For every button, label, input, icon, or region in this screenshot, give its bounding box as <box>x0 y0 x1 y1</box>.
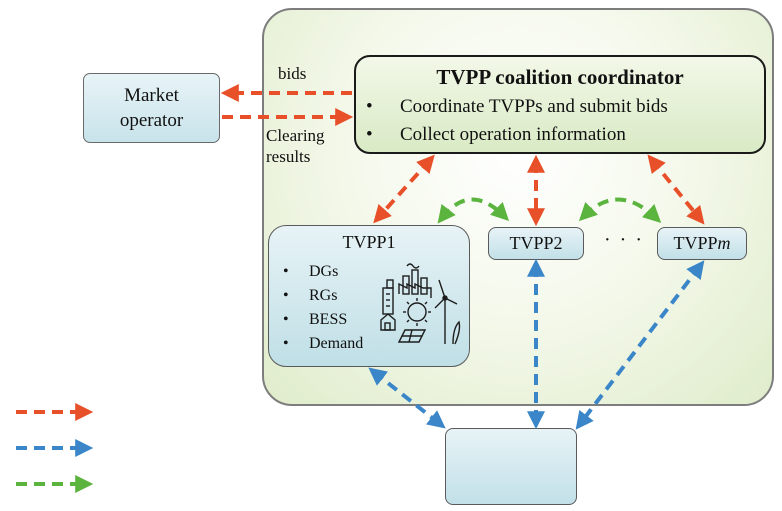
clearing-label-line1: Clearing <box>266 126 325 145</box>
bids-label: bids <box>278 64 307 83</box>
coordinator-box: TVPP coalition coordinator Coordinate TV… <box>354 55 766 154</box>
tvppm-title-base: TVPP <box>673 233 718 253</box>
market-operator-box: Market operator <box>83 73 220 143</box>
tvpp1-item: RGs <box>283 284 363 308</box>
market-operator-line1: Market <box>124 85 179 106</box>
coord-tvpp1-arrow <box>373 154 435 224</box>
tvpp1-tvpp2-arrow <box>437 197 510 224</box>
tvpp2-title: TVPP2 <box>509 233 563 253</box>
tvpp1-item: BESS <box>283 308 363 332</box>
tvppm-bottom-arrow <box>575 260 705 430</box>
tvppm-box: TVPPm <box>657 227 747 260</box>
tvpp2-tvppm-arrow <box>578 197 662 223</box>
tvpp2-box: TVPP2 <box>488 227 584 260</box>
bottom-box <box>445 428 577 505</box>
market-operator-line2: operator <box>119 110 184 131</box>
ellipsis: · · · <box>604 229 644 251</box>
coordinator-list: Coordinate TVPPs and submit bids Collect… <box>366 93 668 149</box>
tvpp1-item: Demand <box>283 332 363 356</box>
tvppm-title-italic: m <box>717 233 731 253</box>
coordinator-item: Collect operation information <box>366 121 668 149</box>
tvpp1-title: TVPP1 <box>342 232 396 252</box>
coordinator-item: Coordinate TVPPs and submit bids <box>366 93 668 121</box>
coordinator-title: TVPP coalition coordinator <box>436 65 684 89</box>
tvpp1-item: DGs <box>283 260 363 284</box>
coord-tvppm-arrow <box>647 154 705 225</box>
energy-sources-icon <box>380 263 461 345</box>
tvpp1-box: TVPP1 DGs RGs BESS Demand <box>268 225 470 367</box>
tvpp1-list: DGs RGs BESS Demand <box>283 260 363 356</box>
tvpp1-bottom-arrow <box>368 367 446 429</box>
clearing-label-line2: results <box>266 147 311 166</box>
